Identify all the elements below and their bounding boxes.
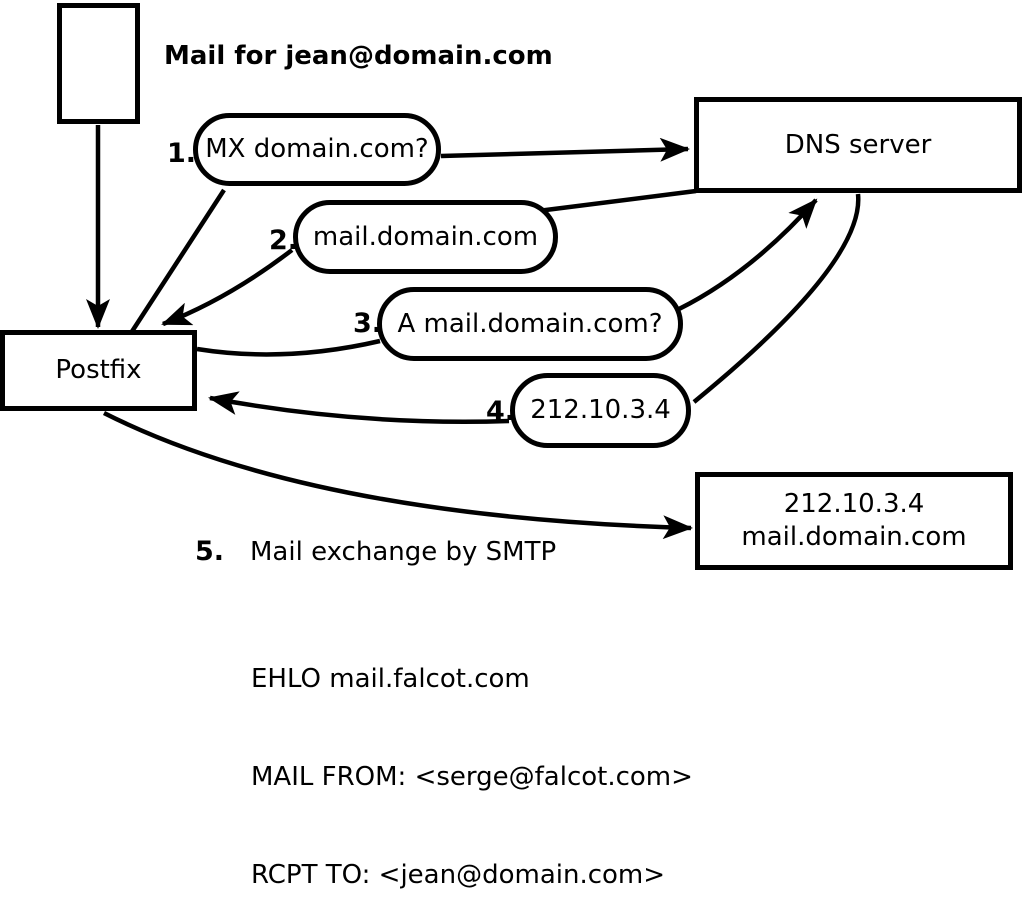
arrow-query-mx-to-dns (440, 137, 690, 162)
mail-server-host-label: mail.domain.com (741, 522, 967, 552)
mail-server-node: 212.10.3.4 mail.domain.com (695, 472, 1013, 570)
smtp-line: RCPT TO: <jean@domain.com> (251, 860, 666, 891)
step-3-label: A mail.domain.com? (397, 308, 663, 339)
step-4-number: 4. (485, 396, 515, 427)
mail-server-ip-label: 212.10.3.4 (783, 489, 925, 519)
dns-server-node: DNS server (694, 97, 1022, 193)
step-3-query-a: A mail.domain.com? (377, 287, 683, 361)
step-4-label: 212.10.3.4 (530, 395, 671, 425)
smtp-line: EHLO mail.falcot.com (251, 663, 530, 694)
step-4-answer-a: 212.10.3.4 (510, 373, 691, 448)
mail-note-label: Mail for jean@domain.com (164, 41, 553, 71)
step-5-label: Mail exchange by SMTP (250, 537, 557, 567)
arrow-query-a-to-dns (677, 198, 818, 312)
incoming-mail-envelope (57, 3, 140, 124)
step-2-answer-mx: mail.domain.com (293, 200, 558, 274)
step-2-number: 2. (268, 225, 298, 256)
smtp-session-transcript: EHLO mail.falcot.com MAIL FROM: <serge@f… (251, 597, 731, 919)
step-1-label: MX domain.com? (205, 134, 429, 164)
step-5-number: 5. (194, 536, 224, 567)
step-3-number: 3. (352, 308, 382, 339)
postfix-node: Postfix (0, 330, 197, 411)
step-2-label: mail.domain.com (312, 221, 539, 252)
smtp-line: MAIL FROM: <serge@falcot.com> (251, 761, 693, 792)
dns-server-label: DNS server (784, 129, 932, 160)
arrow-answer-a-to-postfix (208, 391, 510, 424)
line-postfix-to-query-mx (129, 188, 226, 335)
postfix-label: Postfix (55, 355, 142, 385)
arrow-postfix-to-mail-server (102, 410, 693, 540)
line-dns-to-answer-mx (529, 188, 697, 215)
line-postfix-to-query-a (196, 338, 381, 357)
step-1-query-mx: MX domain.com? (193, 113, 441, 186)
line-dns-to-answer-a (692, 193, 861, 404)
step-1-number: 1. (166, 138, 196, 169)
arrow-answer-mx-to-postfix (161, 248, 294, 327)
